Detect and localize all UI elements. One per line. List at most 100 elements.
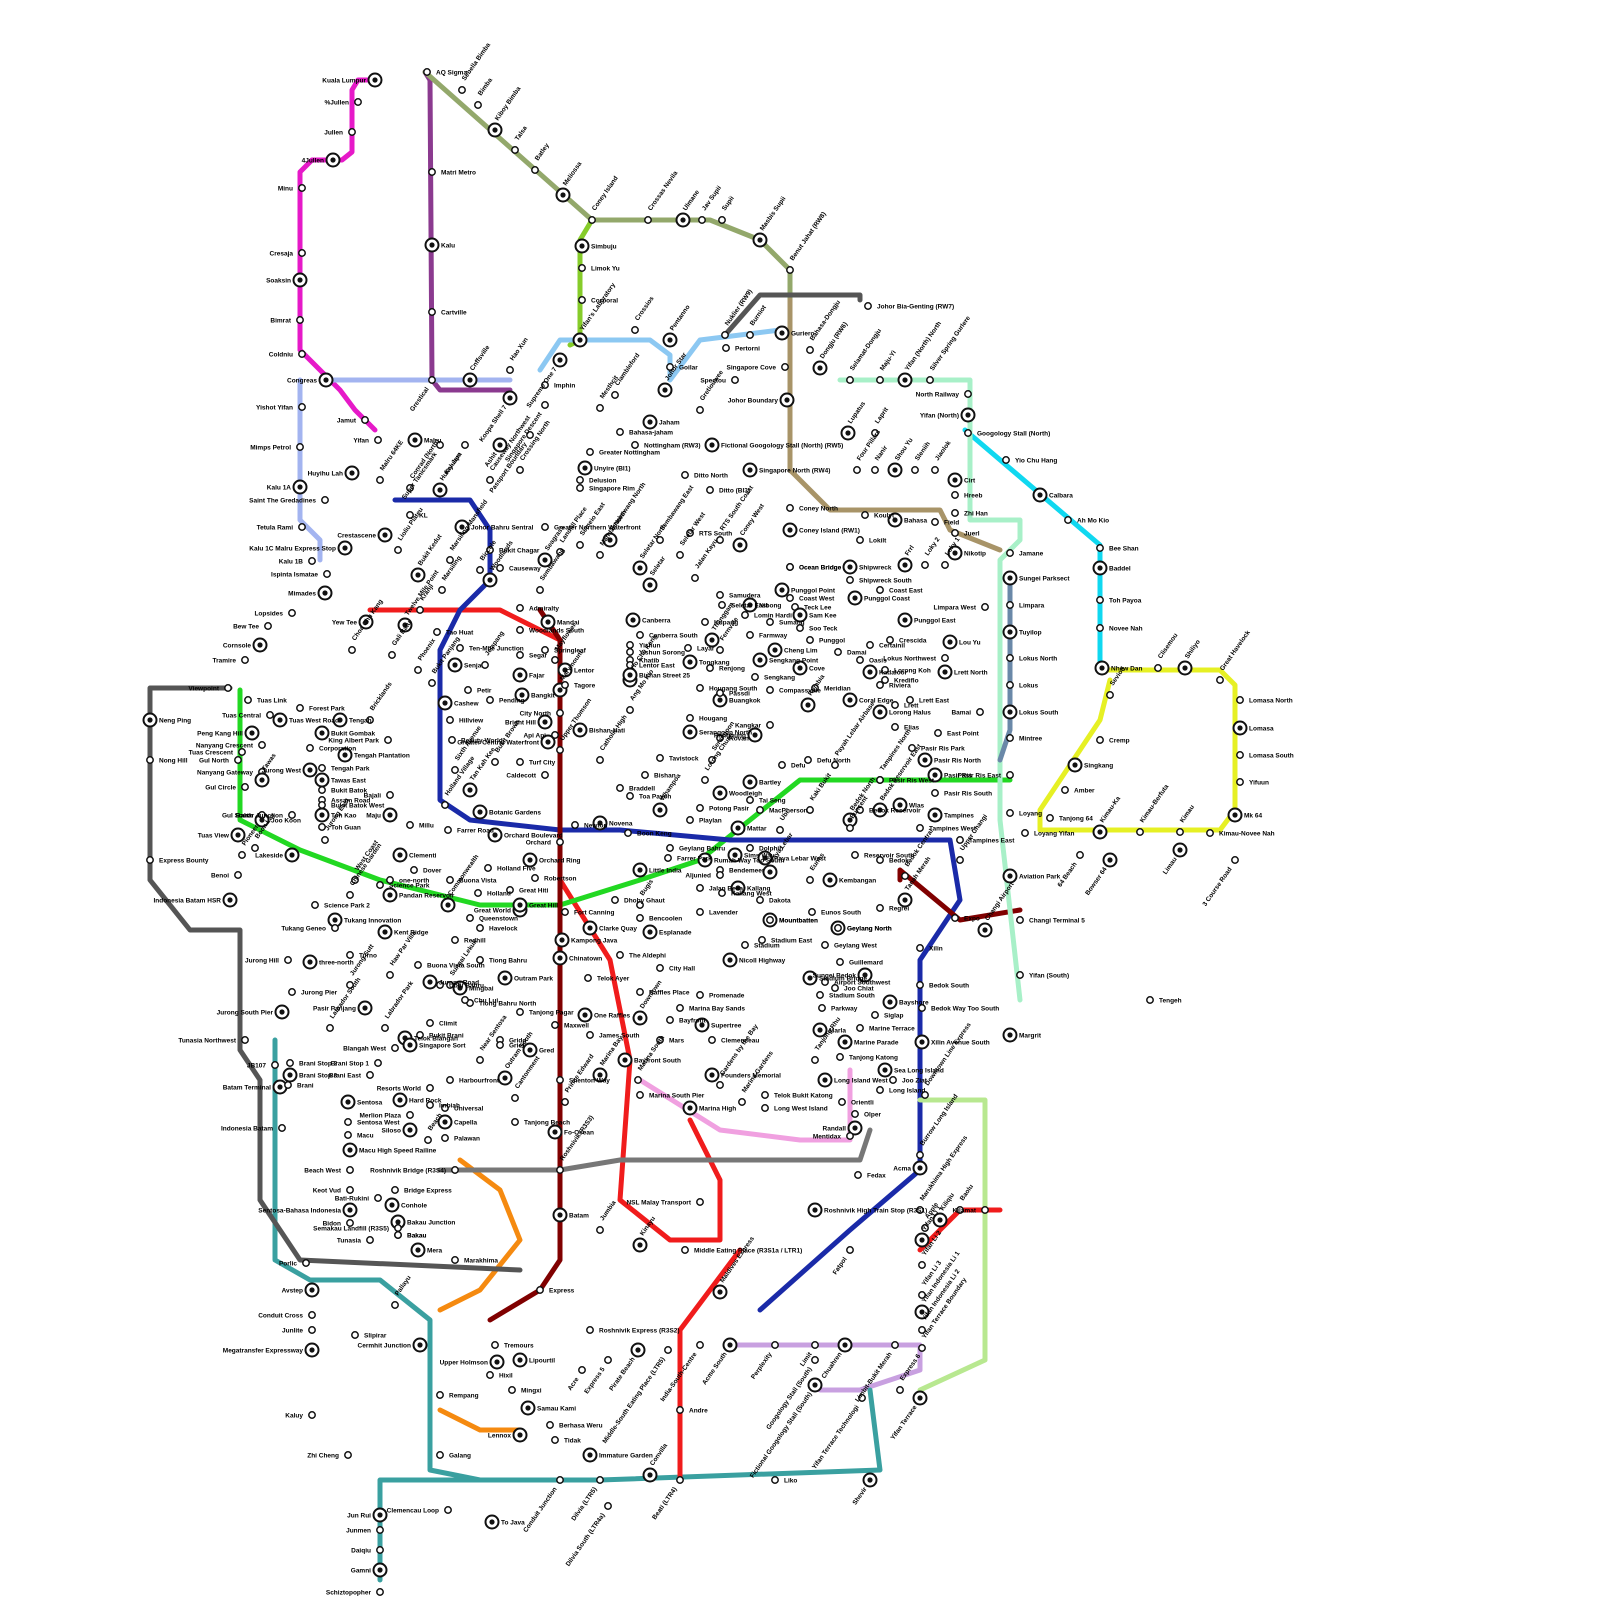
station-punggol[interactable] [806, 636, 814, 644]
station-aq-sigma[interactable] [423, 68, 431, 76]
station-farmway[interactable] [746, 631, 754, 639]
station-jurong-east[interactable] [321, 836, 329, 844]
station-tanjong-pagar[interactable] [516, 1008, 524, 1016]
station-oasis[interactable] [856, 656, 864, 664]
station-defu[interactable] [778, 761, 786, 769]
station-yifan[interactable] [374, 436, 382, 444]
station-tai-seng[interactable] [746, 796, 754, 804]
station-yishun[interactable] [626, 641, 634, 649]
station-cresaja[interactable] [298, 249, 306, 257]
station-jamut[interactable] [361, 416, 369, 424]
station-hao-xun[interactable] [506, 366, 514, 374]
station-fernvale[interactable] [716, 646, 724, 654]
station-beach[interactable] [424, 1136, 432, 1144]
station-tampines-east[interactable] [956, 836, 964, 844]
station-tuas-crescent[interactable] [238, 748, 246, 756]
station-crescida[interactable] [886, 636, 894, 644]
station-joo-chiat[interactable] [831, 984, 839, 992]
station-kangkar[interactable] [766, 721, 774, 729]
station-upper-changi[interactable] [956, 856, 964, 864]
station-bahasa-jaham[interactable] [616, 428, 624, 436]
station-cremp[interactable] [1096, 736, 1104, 744]
station-express[interactable] [536, 1286, 544, 1294]
station-roshnivik-bridge-r3s4[interactable] [451, 1166, 459, 1174]
station-tampines-west[interactable] [916, 824, 924, 832]
station-forest-park[interactable] [296, 704, 304, 712]
station-ang-mo-kio[interactable] [626, 706, 634, 714]
station-sixth-avenue[interactable] [451, 766, 459, 774]
station-seletar-east[interactable] [718, 601, 726, 609]
station-hillview[interactable] [446, 716, 454, 724]
station-burrow-long-island[interactable] [916, 1151, 924, 1159]
station-pioneer[interactable] [238, 851, 246, 859]
station-corporal[interactable] [578, 296, 586, 304]
station-kaluapa[interactable] [461, 441, 469, 449]
station-ten-mile-junction[interactable] [456, 644, 464, 652]
station-bajali[interactable] [386, 791, 394, 799]
station-hixil[interactable] [486, 1371, 494, 1379]
station-xilin[interactable] [916, 944, 924, 952]
station-canberra-south[interactable] [636, 631, 644, 639]
station-kilamat[interactable] [981, 1206, 989, 1214]
station-jullen[interactable] [354, 98, 362, 106]
station-sembawang-east[interactable] [656, 536, 664, 544]
station-kimau-berfuta[interactable] [1136, 828, 1144, 836]
station-bati-rukini[interactable] [374, 1194, 382, 1202]
station-pasir-ris-park[interactable] [908, 744, 916, 752]
station-jb107[interactable] [271, 1061, 279, 1069]
station-dhoby-ghaut[interactable] [611, 896, 619, 904]
station-macu[interactable] [344, 1131, 352, 1139]
station-bamai[interactable] [976, 708, 984, 716]
station-olper[interactable] [851, 1110, 859, 1118]
station-segar[interactable] [516, 651, 524, 659]
station-tuas-central[interactable] [266, 711, 274, 719]
station-supii[interactable] [718, 216, 726, 224]
station-lomin-hardi[interactable] [741, 611, 749, 619]
station-berhasa-weru[interactable] [546, 1421, 554, 1429]
station-serangoon[interactable] [708, 756, 716, 764]
station-lopsides[interactable] [288, 609, 296, 617]
station-loky-1[interactable] [941, 561, 949, 569]
station-baolu[interactable] [956, 1206, 964, 1214]
station-beauty-world[interactable] [448, 736, 456, 744]
station-lomasa-north[interactable] [1236, 696, 1244, 704]
station-elias[interactable] [891, 723, 899, 731]
station-telok-bukit-katong[interactable] [761, 1091, 769, 1099]
station-chinese-garden[interactable] [346, 891, 354, 899]
station-clemencau-loop[interactable] [444, 1506, 452, 1514]
station-holland-five[interactable] [484, 864, 492, 872]
station-limit[interactable] [811, 1341, 819, 1349]
station-prince-edward[interactable] [561, 1098, 569, 1106]
station-ocean-bridge[interactable] [786, 563, 794, 571]
station-jalan-besar[interactable] [696, 884, 704, 892]
station-eunos-south[interactable] [808, 908, 816, 916]
station-causeway[interactable] [496, 564, 504, 572]
station-guillemard[interactable] [836, 958, 844, 966]
station-yifan-li-3[interactable] [918, 1291, 926, 1299]
station-the-aldephi[interactable] [616, 951, 624, 959]
station-kl[interactable] [406, 511, 414, 519]
station-bimrat[interactable] [296, 316, 304, 324]
station-biccole[interactable] [476, 566, 484, 574]
station-catholic-high[interactable] [596, 756, 604, 764]
station-phoenix[interactable] [414, 666, 422, 674]
station-west-coast[interactable] [351, 876, 359, 884]
station-shenton-way[interactable] [556, 1076, 564, 1084]
station-tremours[interactable] [491, 1341, 499, 1349]
station-semakau-landfill-r3s5[interactable] [394, 1224, 402, 1232]
station-mandai-north[interactable] [596, 551, 604, 559]
station-cantonment[interactable] [511, 1094, 519, 1102]
station-yio-chu-hang[interactable] [1002, 456, 1010, 464]
station-3-course-road[interactable] [1231, 856, 1239, 864]
station-tiong-bahru[interactable] [476, 956, 484, 964]
station-farrer-park[interactable] [664, 854, 672, 862]
station-ubbi-bahru[interactable] [436, 981, 444, 989]
station-limpara[interactable] [1006, 601, 1014, 609]
station-shipwreck-south[interactable] [846, 576, 854, 584]
station-singapore-descent[interactable] [541, 401, 549, 409]
station-coast-east[interactable] [876, 586, 884, 594]
station-mintree[interactable] [1006, 734, 1014, 742]
station-james-south[interactable] [586, 1031, 594, 1039]
station-gali-batu[interactable] [388, 651, 396, 659]
station-blangah-west[interactable] [391, 1044, 399, 1052]
